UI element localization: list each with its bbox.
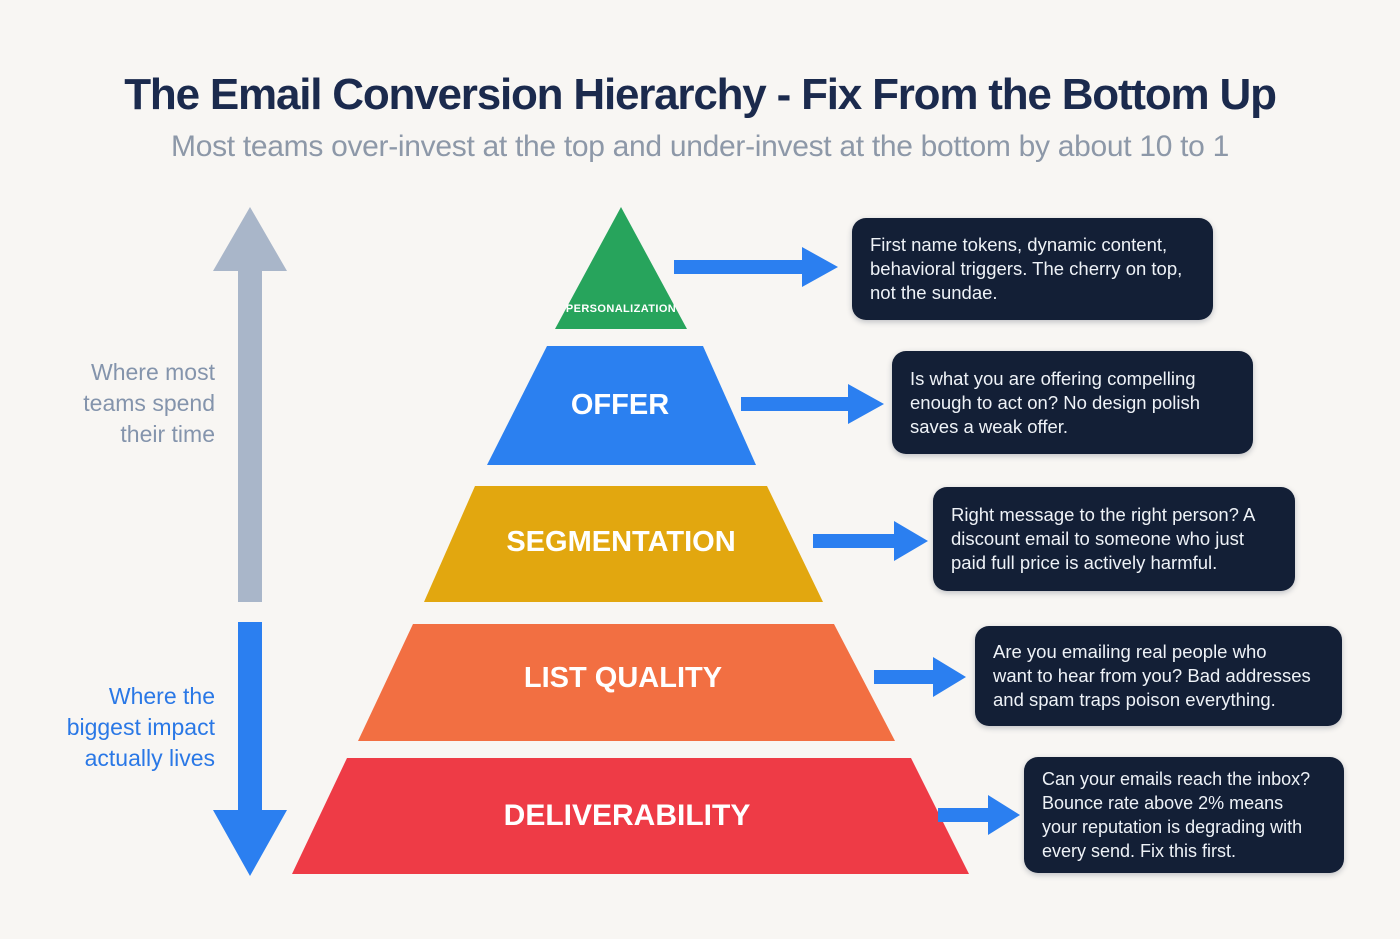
pyramid-level-segmentation: [424, 486, 823, 602]
callout-segmentation: Right message to the right person? A dis…: [933, 487, 1295, 591]
page-title: The Email Conversion Hierarchy - Fix Fro…: [124, 70, 1277, 119]
side-note-line: Where most: [91, 359, 215, 385]
callout-line: want to hear from you? Bad addresses: [993, 665, 1311, 686]
side-note-biggest-impact: Where the biggest impact actually lives: [20, 681, 215, 774]
connector-arrow-deliverability: [938, 795, 1020, 835]
callout-line: every send. Fix this first.: [1042, 841, 1237, 861]
callout-line: your reputation is degrading with: [1042, 817, 1303, 837]
callout-line: Is what you are offering compelling: [910, 367, 1196, 389]
callout-line: saves a weak offer.: [910, 415, 1069, 437]
side-note-line: teams spend: [83, 390, 215, 416]
callout-offer: Is what you are offering compelling enou…: [892, 351, 1253, 454]
callout-line: discount email to someone who just: [951, 528, 1245, 549]
callout-deliverability: Can your emails reach the inbox? Bounce …: [1024, 757, 1344, 873]
callout-line: paid full price is actively harmful.: [951, 552, 1218, 573]
callout-line: Can your emails reach the inbox?: [1042, 769, 1311, 789]
side-note-line: Where the: [108, 683, 215, 709]
pyramid-level-personalization: [555, 207, 687, 329]
callout-line: enough to act on? No design polish: [910, 391, 1201, 413]
connector-arrow-segmentation: [813, 521, 928, 561]
side-note-line: biggest impact: [66, 714, 215, 740]
up-arrow-icon: [213, 207, 287, 602]
side-note-most-time: Where most teams spend their time: [20, 357, 215, 450]
pyramid-label-personalization: PERSONALIZATION: [565, 303, 677, 315]
callout-personalization: First name tokens, dynamic content, beha…: [852, 218, 1213, 320]
pyramid-label-list-quality: LIST QUALITY: [523, 662, 723, 694]
callout-line: Bounce rate above 2% means: [1042, 793, 1284, 813]
callout-line: First name tokens, dynamic content,: [870, 234, 1168, 255]
callout-line: Right message to the right person? A: [951, 504, 1256, 525]
callout-list-quality: Are you emailing real people who want to…: [975, 626, 1342, 726]
pyramid-label-segmentation: SEGMENTATION: [506, 526, 736, 558]
page-subtitle: Most teams over-invest at the top and un…: [171, 130, 1229, 163]
pyramid-label-deliverability: DELIVERABILITY: [503, 799, 751, 832]
pyramid-label-offer: OFFER: [570, 389, 670, 421]
connector-arrow-offer: [741, 384, 884, 424]
connector-arrow-personalization: [674, 247, 838, 287]
pyramid-level-list-quality: [358, 624, 895, 741]
pyramid-level-deliverability: [292, 758, 969, 874]
callout-line: not the sundae.: [870, 282, 998, 303]
callout-line: and spam traps poison everything.: [993, 689, 1276, 710]
down-arrow-icon: [213, 622, 287, 876]
callout-line: behavioral triggers. The cherry on top,: [870, 258, 1183, 279]
connector-arrow-list-quality: [874, 657, 966, 697]
side-note-line: their time: [120, 421, 215, 447]
pyramid-level-offer: [487, 346, 756, 465]
side-note-line: actually lives: [84, 745, 215, 771]
callout-line: Are you emailing real people who: [993, 641, 1267, 662]
